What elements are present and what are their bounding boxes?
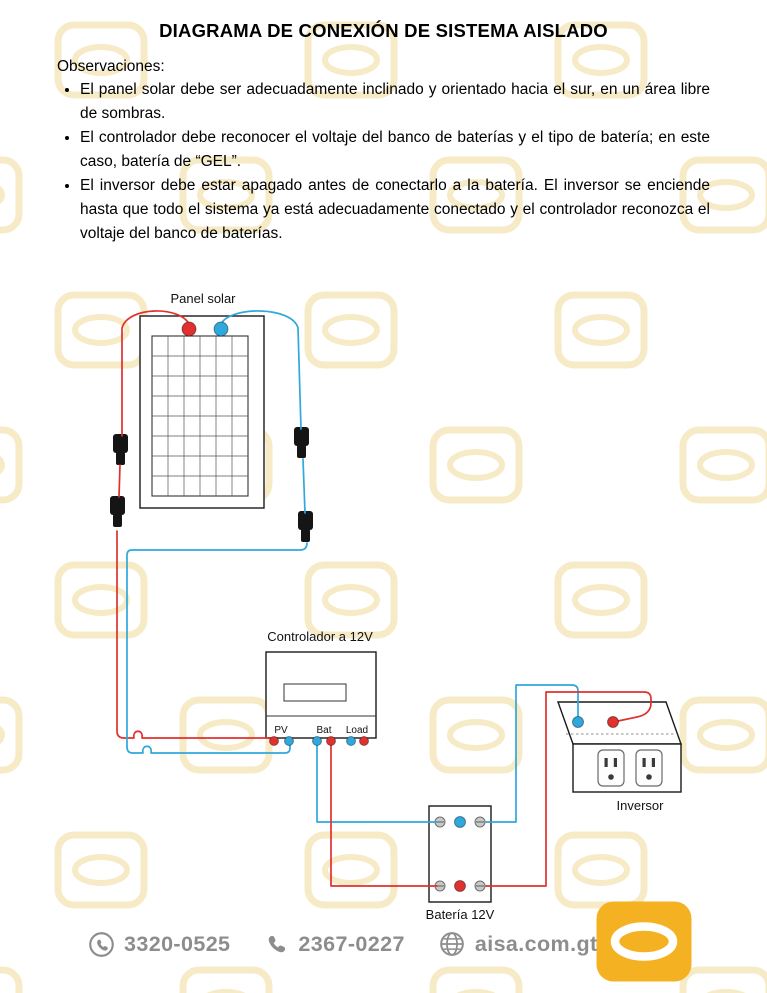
brand-logo (596, 901, 692, 982)
wire-controller-to-battery-negative (316, 744, 438, 823)
inverter-negative-terminal (572, 716, 584, 728)
panel-negative-terminal (213, 321, 229, 337)
controller-pv-label: PV (274, 725, 288, 736)
controller-bat-label: Bat (316, 725, 331, 736)
header-and-notes: DIAGRAMA DE CONEXIÓN DE SISTEMA AISLADO … (0, 0, 767, 246)
mc4-connector-icon (294, 427, 309, 458)
inverter-label: Inversor (617, 798, 665, 813)
wire-negative-to-controller (126, 542, 308, 754)
observation-item: El inversor debe estar apagado antes de … (80, 174, 710, 246)
website-url: aisa.com.gt (474, 931, 598, 956)
power-outlet (635, 749, 663, 787)
mc4-tip (301, 529, 310, 542)
wire-controller-to-battery-positive (330, 744, 438, 887)
observation-item: El panel solar debe ser adecuadamente in… (80, 78, 710, 126)
mc4-body (298, 511, 313, 530)
phone-circle-icon (89, 931, 114, 957)
outlet-slot (613, 758, 617, 767)
wire-panel-negative (302, 458, 306, 514)
wires (116, 310, 652, 887)
outlet-ground-hole (608, 774, 614, 780)
inverter-front-face (572, 743, 682, 793)
wire-panel-positive (118, 464, 121, 498)
controller-pv-positive-terminal (269, 736, 279, 746)
outlet-slot (642, 758, 646, 767)
mc4-connector-icon (298, 511, 313, 542)
phone-number-2: 2367-0227 (298, 931, 405, 956)
mc4-tip (297, 445, 306, 458)
inverter: Inversor (557, 701, 682, 813)
mc4-tip (113, 514, 122, 527)
phone-icon (269, 935, 286, 953)
phone-number-1: 3320-0525 (124, 931, 231, 956)
mc4-body (294, 427, 309, 446)
controller-pv-negative-terminal (284, 736, 294, 746)
panel-positive-terminal (181, 321, 197, 337)
mc4-body (113, 434, 128, 453)
observations-list: El panel solar debe ser adecuadamente in… (57, 78, 710, 246)
wire-panel-positive (121, 310, 190, 437)
brand-logo-ring (610, 922, 678, 961)
mc4-connector-icon (113, 434, 128, 465)
page-title: DIAGRAMA DE CONEXIÓN DE SISTEMA AISLADO (159, 20, 608, 41)
power-outlet (597, 749, 625, 787)
controller-display (283, 683, 347, 702)
charge-controller: Controlador a 12V PV Bat Load (265, 629, 377, 739)
outlet-face (597, 749, 625, 787)
wire-positive-to-controller (116, 530, 274, 742)
outlet-slot (651, 758, 655, 767)
controller-load-positive-terminal (359, 736, 369, 746)
solar-panel-grid (152, 336, 248, 496)
wire-battery-to-inverter-negative (485, 684, 579, 823)
globe-icon (440, 932, 464, 956)
battery-label: Batería 12V (426, 907, 495, 922)
solar-panel: Panel solar (139, 291, 265, 509)
observation-item: El controlador debe reconocer el voltaje… (80, 126, 710, 174)
mc4-connector-icon (110, 496, 125, 527)
outlet-face (635, 749, 663, 787)
solar-panel-label: Panel solar (170, 291, 236, 306)
wire-battery-to-inverter-positive (485, 691, 652, 887)
footer-contact: 3320-0525 2367-0227 aisa.com.gt (88, 930, 598, 958)
observations-heading: Observaciones: (57, 58, 165, 75)
controller-label: Controlador a 12V (267, 629, 373, 644)
controller-bat-positive-terminal (326, 736, 336, 746)
outlet-slot (604, 758, 608, 767)
brand-logo-square (596, 901, 692, 982)
inverter-positive-terminal (607, 716, 619, 728)
battery-negative-terminal (454, 816, 466, 828)
controller-load-label: Load (346, 725, 368, 736)
outlet-ground-hole (646, 774, 652, 780)
mc4-tip (116, 452, 125, 465)
wire-panel-negative (220, 310, 302, 430)
controller-bat-negative-terminal (312, 736, 322, 746)
battery-positive-terminal (454, 880, 466, 892)
mc4-body (110, 496, 125, 515)
controller-load-negative-terminal (346, 736, 356, 746)
terminal-dots (181, 321, 619, 892)
